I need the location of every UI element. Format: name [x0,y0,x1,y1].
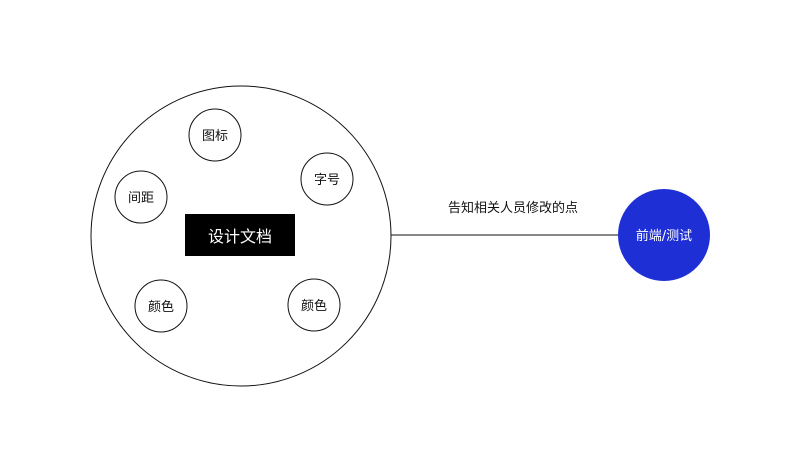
item-circle [188,108,242,162]
item-label: 颜色 [148,299,174,315]
target-node: 前端/测试 [618,189,710,281]
target-circle [618,189,710,281]
item-color-right-node: 颜色 [287,278,341,332]
item-fontsize-node: 字号 [300,152,354,206]
connector-label: 告知相关人员修改的点 [448,200,578,216]
center-title: 设计文档 [208,227,272,246]
item-spacing-node: 间距 [114,170,168,224]
center-box [185,214,295,256]
item-label: 字号 [314,173,340,188]
item-label: 图标 [202,129,228,144]
target-label: 前端/测试 [636,228,692,244]
item-color-left-node: 颜色 [134,279,188,333]
item-circle [300,152,354,206]
item-label: 间距 [128,191,154,206]
item-icon-node: 图标 [188,108,242,162]
item-label: 颜色 [301,298,327,314]
item-circle [134,279,188,333]
item-circle [287,278,341,332]
item-circle [114,170,168,224]
